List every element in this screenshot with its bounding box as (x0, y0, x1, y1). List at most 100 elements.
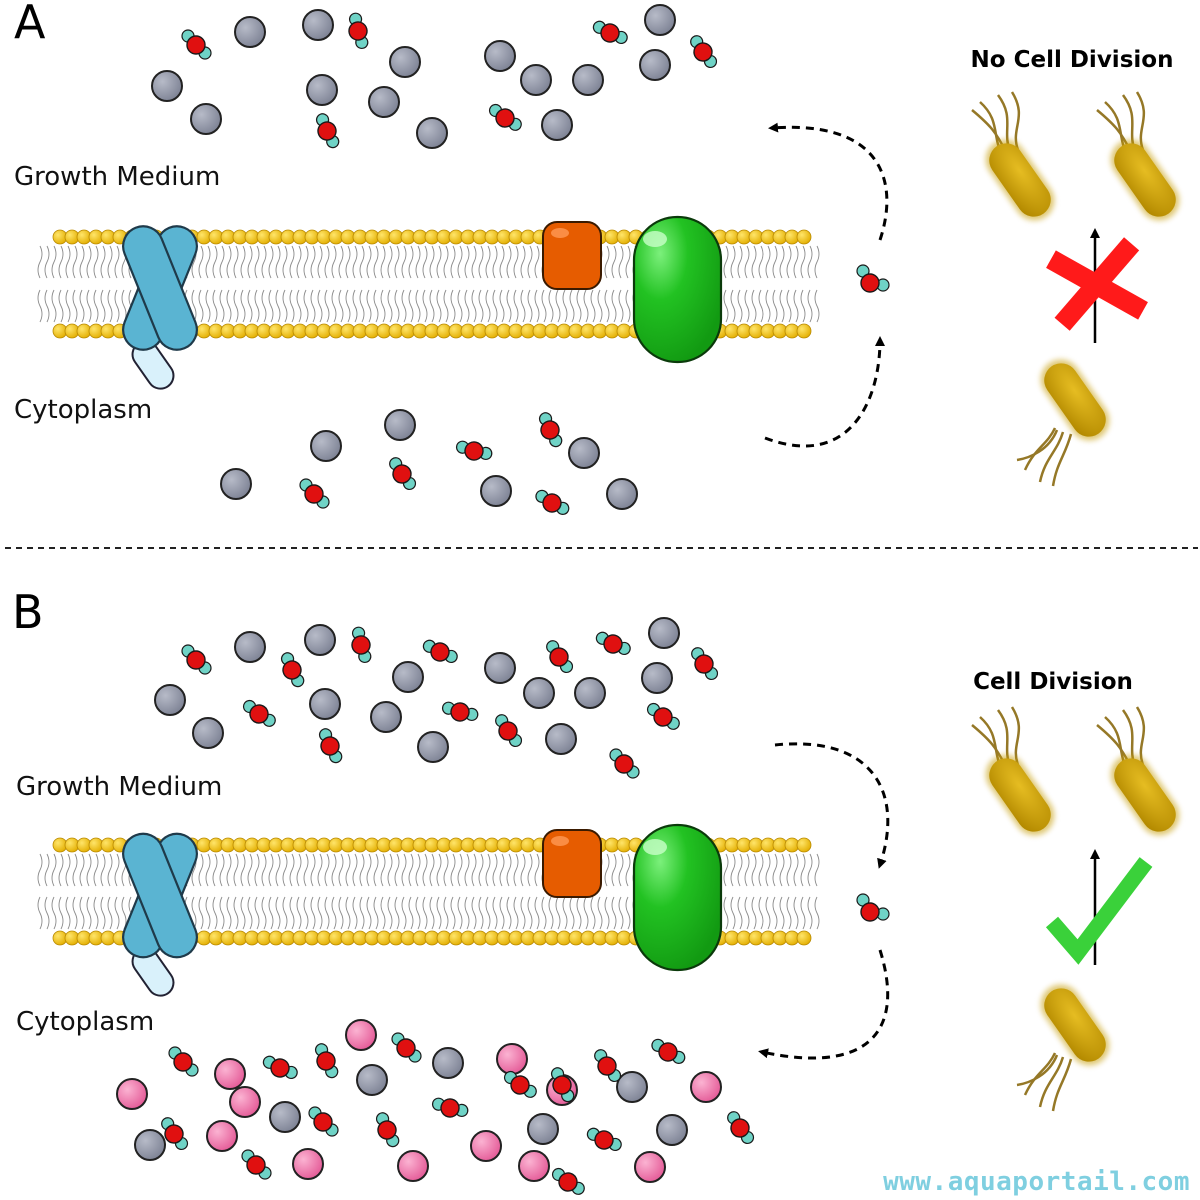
solute-icon (384, 409, 416, 441)
solute-icon (641, 662, 673, 694)
water-molecule-icon (314, 1043, 339, 1079)
molecules-medium-b (154, 617, 719, 779)
water-molecule-icon (586, 1127, 622, 1152)
solute-icon (520, 64, 552, 96)
water-molecule-icon (551, 1167, 585, 1195)
compatible-solute-icon (214, 1058, 246, 1090)
solute-icon (480, 475, 512, 507)
solute-icon (220, 468, 252, 500)
bacterium-icon (1096, 91, 1180, 221)
solute-icon (639, 49, 671, 81)
bacterium-icon (971, 91, 1055, 221)
solute-icon (574, 677, 606, 709)
solute-icon (416, 117, 448, 149)
solute-icon (432, 1047, 464, 1079)
water-molecule-icon (594, 1049, 622, 1083)
solute-icon (356, 1064, 388, 1096)
water-molecule-icon (181, 29, 212, 60)
water-molecule-icon (308, 1106, 339, 1137)
water-molecule-icon (495, 714, 523, 748)
solute-icon (309, 688, 341, 720)
water-molecule-icon (691, 647, 719, 681)
aquaporin-channel (122, 225, 198, 390)
orange-transporter (542, 829, 602, 898)
watermark-text: www.aquaportail.com (883, 1167, 1190, 1197)
solute-icon (190, 103, 222, 135)
solute-icon (192, 717, 224, 749)
water-molecule-icon (181, 644, 212, 675)
red-cross-icon (1046, 237, 1148, 331)
molecules-medium-a (151, 4, 718, 149)
water-molecule-icon (856, 264, 890, 293)
solute-icon (545, 723, 577, 755)
water-molecule-icon (375, 1112, 400, 1148)
water-molecule-icon (241, 1149, 272, 1180)
solute-icon (389, 46, 421, 78)
solute-icon (304, 624, 336, 656)
solute-icon (644, 4, 676, 36)
water-molecule-icon (441, 701, 479, 722)
growth-medium-label-b: Growth Medium (16, 772, 222, 802)
solute-icon (368, 86, 400, 118)
cytoplasm-label-b: Cytoplasm (16, 1007, 154, 1037)
water-molecule-icon (727, 1111, 755, 1145)
panel-letter-a: A (14, 0, 46, 49)
water-molecule-icon (856, 893, 890, 922)
solute-icon (234, 631, 266, 663)
cytoplasm-label-a: Cytoplasm (14, 395, 152, 425)
green-check-icon (1045, 857, 1153, 965)
aquaporin-channel (122, 832, 198, 997)
compatible-solute-icon (397, 1150, 429, 1182)
solute-icon (572, 64, 604, 96)
water-molecule-icon (299, 478, 330, 509)
molecules-cytoplasm-a (220, 409, 638, 515)
solute-icon (234, 16, 266, 48)
water-molecule-icon (595, 631, 631, 656)
bacterium-icon (971, 706, 1055, 836)
membrane-a (37, 215, 820, 390)
water-molecule-icon (503, 1070, 537, 1098)
compatible-solute-icon (345, 1019, 377, 1051)
green-transporter (632, 823, 723, 972)
compatible-solute-icon (690, 1071, 722, 1103)
water-molecule-icon (431, 1097, 469, 1118)
bacterium-icon (1016, 359, 1110, 487)
water-efflux-arrows (764, 122, 890, 448)
membrane-b (37, 823, 820, 997)
water-molecule-icon (690, 35, 718, 69)
solute-icon (151, 70, 183, 102)
solute-icon (370, 701, 402, 733)
water-molecule-icon (280, 652, 305, 688)
water-molecule-icon (488, 103, 522, 131)
compatible-solute-icon (470, 1130, 502, 1162)
bacterium-icon (1096, 706, 1180, 836)
water-molecule-icon (646, 702, 680, 730)
solute-icon (306, 74, 338, 106)
water-molecule-icon (318, 728, 343, 764)
water-molecule-icon (455, 440, 493, 461)
water-molecule-icon (351, 626, 372, 664)
water-molecule-icon (651, 1038, 686, 1064)
water-molecule-icon (389, 457, 417, 491)
solute-icon (134, 1129, 166, 1161)
water-molecule-icon (546, 640, 574, 674)
solute-icon (616, 1071, 648, 1103)
solute-icon (648, 617, 680, 649)
solute-icon (523, 677, 555, 709)
compatible-solute-icon (116, 1078, 148, 1110)
outcome-title-a: No Cell Division (971, 47, 1174, 73)
water-molecule-icon (609, 748, 640, 779)
water-molecule-icon (538, 412, 563, 448)
water-molecule-icon (348, 12, 369, 50)
outcome-title-b: Cell Division (973, 669, 1133, 695)
water-molecule-icon (592, 20, 628, 45)
solute-icon (656, 1114, 688, 1146)
water-molecule-icon (168, 1046, 199, 1077)
compatible-solute-icon (634, 1151, 666, 1183)
solute-icon (154, 684, 186, 716)
water-influx-arrows (758, 742, 890, 1060)
panel-a: A Growth Medium Cytoplasm No Cell Divisi… (14, 0, 1180, 515)
compatible-solute-icon (229, 1086, 261, 1118)
solute-icon (606, 478, 638, 510)
solute-icon (484, 40, 516, 72)
